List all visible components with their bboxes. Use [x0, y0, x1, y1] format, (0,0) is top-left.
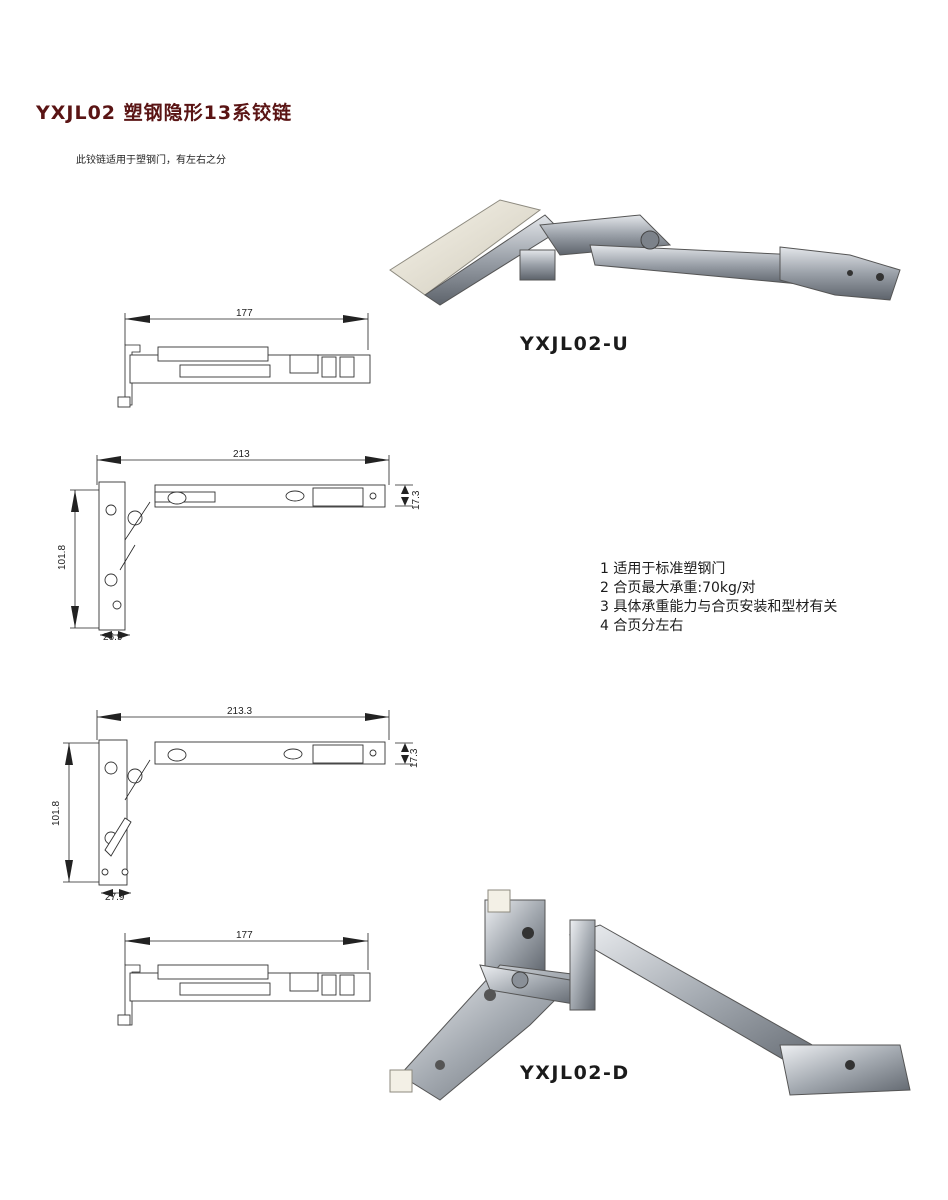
dim-side-2-length: 177 [236, 930, 253, 941]
hinge-d-photo [389, 889, 911, 1101]
dim-top-2-arm: 101.8 [51, 801, 62, 826]
side-view-drawing-1: 177 [117, 308, 371, 408]
dim-top-2-height: 17.3 [409, 748, 420, 768]
feature-item: 4 合页分左右 [600, 618, 684, 634]
page-subtitle: 此铰链适用于塑钢门，有左右之分 [76, 155, 226, 166]
side-view-drawing-2: 177 [117, 930, 371, 1026]
dim-top-1-length: 213 [233, 449, 250, 460]
page-title: YXJL02 塑钢隐形13系铰链 [36, 102, 293, 124]
top-view-drawing-2: 213.3 101.8 17.3 27.9 [51, 706, 420, 903]
hinge-u-photo [389, 199, 901, 306]
dim-top-1-arm: 101.8 [57, 545, 68, 570]
dim-top-1-width: 26.9 [103, 632, 123, 643]
dim-top-1-height: 17.3 [411, 490, 422, 510]
model-label-u: YXJL02-U [520, 333, 630, 355]
feature-item: 3 具体承重能力与合页安装和型材有关 [600, 599, 838, 615]
top-view-drawing-1: 213 101.8 17.3 26.9 [57, 449, 422, 643]
dim-top-2-width: 27.9 [105, 892, 125, 903]
feature-list: 1 适用于标准塑钢门 2 合页最大承重:70kg/对 3 具体承重能力与合页安装… [600, 560, 837, 636]
model-label-d: YXJL02-D [520, 1062, 630, 1084]
dim-side-1-length: 177 [236, 308, 253, 319]
feature-item: 1 适用于标准塑钢门 [600, 561, 726, 577]
feature-item: 2 合页最大承重:70kg/对 [600, 580, 756, 596]
dim-top-2-length: 213.3 [227, 706, 252, 717]
